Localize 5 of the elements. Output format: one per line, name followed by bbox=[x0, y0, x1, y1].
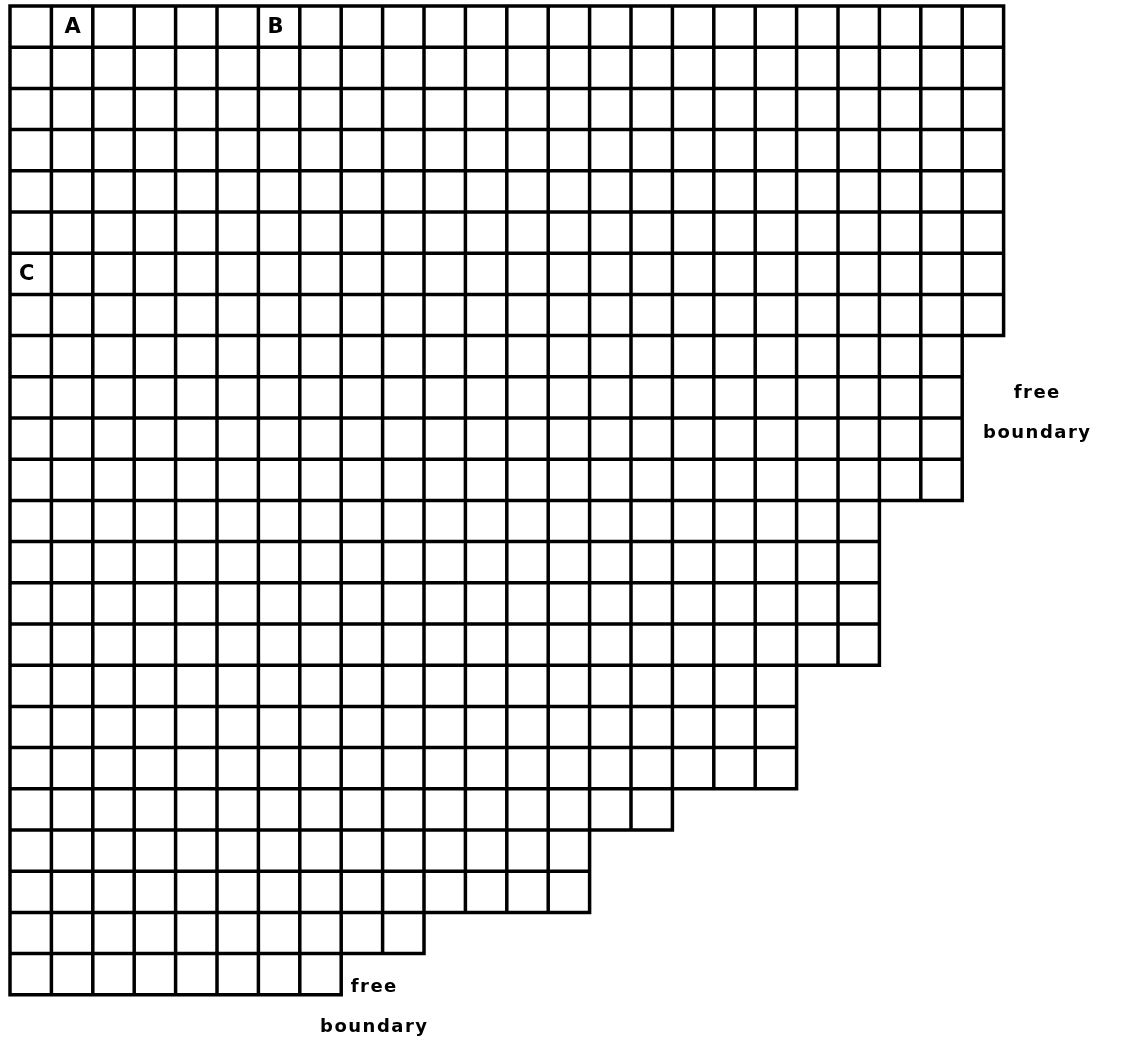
boundary-label: free boundary bbox=[320, 974, 429, 1038]
cell-label: B bbox=[267, 16, 284, 37]
boundary-label: free boundary bbox=[983, 380, 1092, 444]
cell-label: A bbox=[64, 16, 81, 37]
cell-label: C bbox=[19, 263, 35, 285]
